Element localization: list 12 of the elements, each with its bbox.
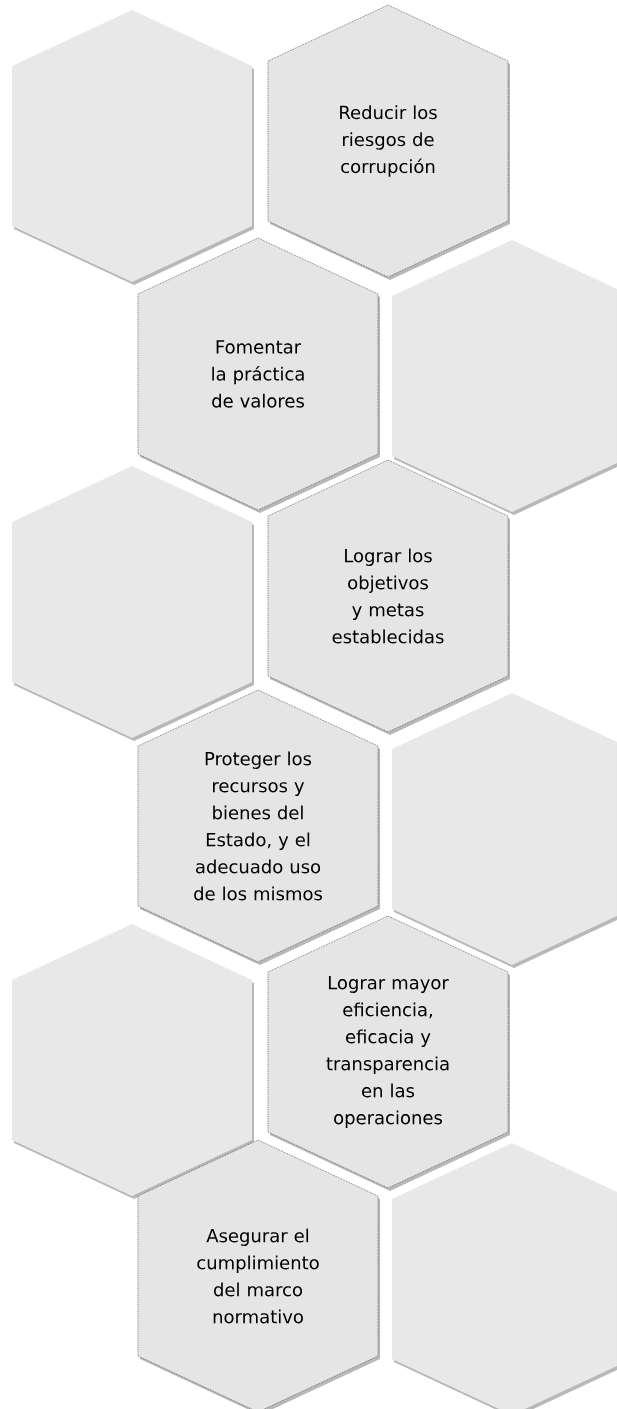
hexagon: [12, 924, 254, 1199]
hexagon: [392, 240, 617, 515]
hexagon-box: Lograr los objetivos y metas establecidas: [267, 459, 510, 735]
hexagon-box: Proteger los recursos y bienes del Estado, y el adecuado uso de los mismos: [137, 689, 380, 965]
hexagon: [392, 1143, 617, 1409]
hexagon: [12, 466, 254, 741]
hexagon: [392, 693, 617, 968]
hexagon: [12, 10, 254, 285]
hexagon-box: Lograr mayor eficiencia, eficacia y transparencia en las operaciones: [267, 915, 510, 1191]
hexagon-box: Reducir los riesgos de corrupción: [267, 4, 510, 280]
hexagon-box: Asegurar el cumplimiento del marco normativo: [137, 1139, 380, 1409]
hexagon-box: Fomentar la práctica de valores: [137, 237, 380, 513]
